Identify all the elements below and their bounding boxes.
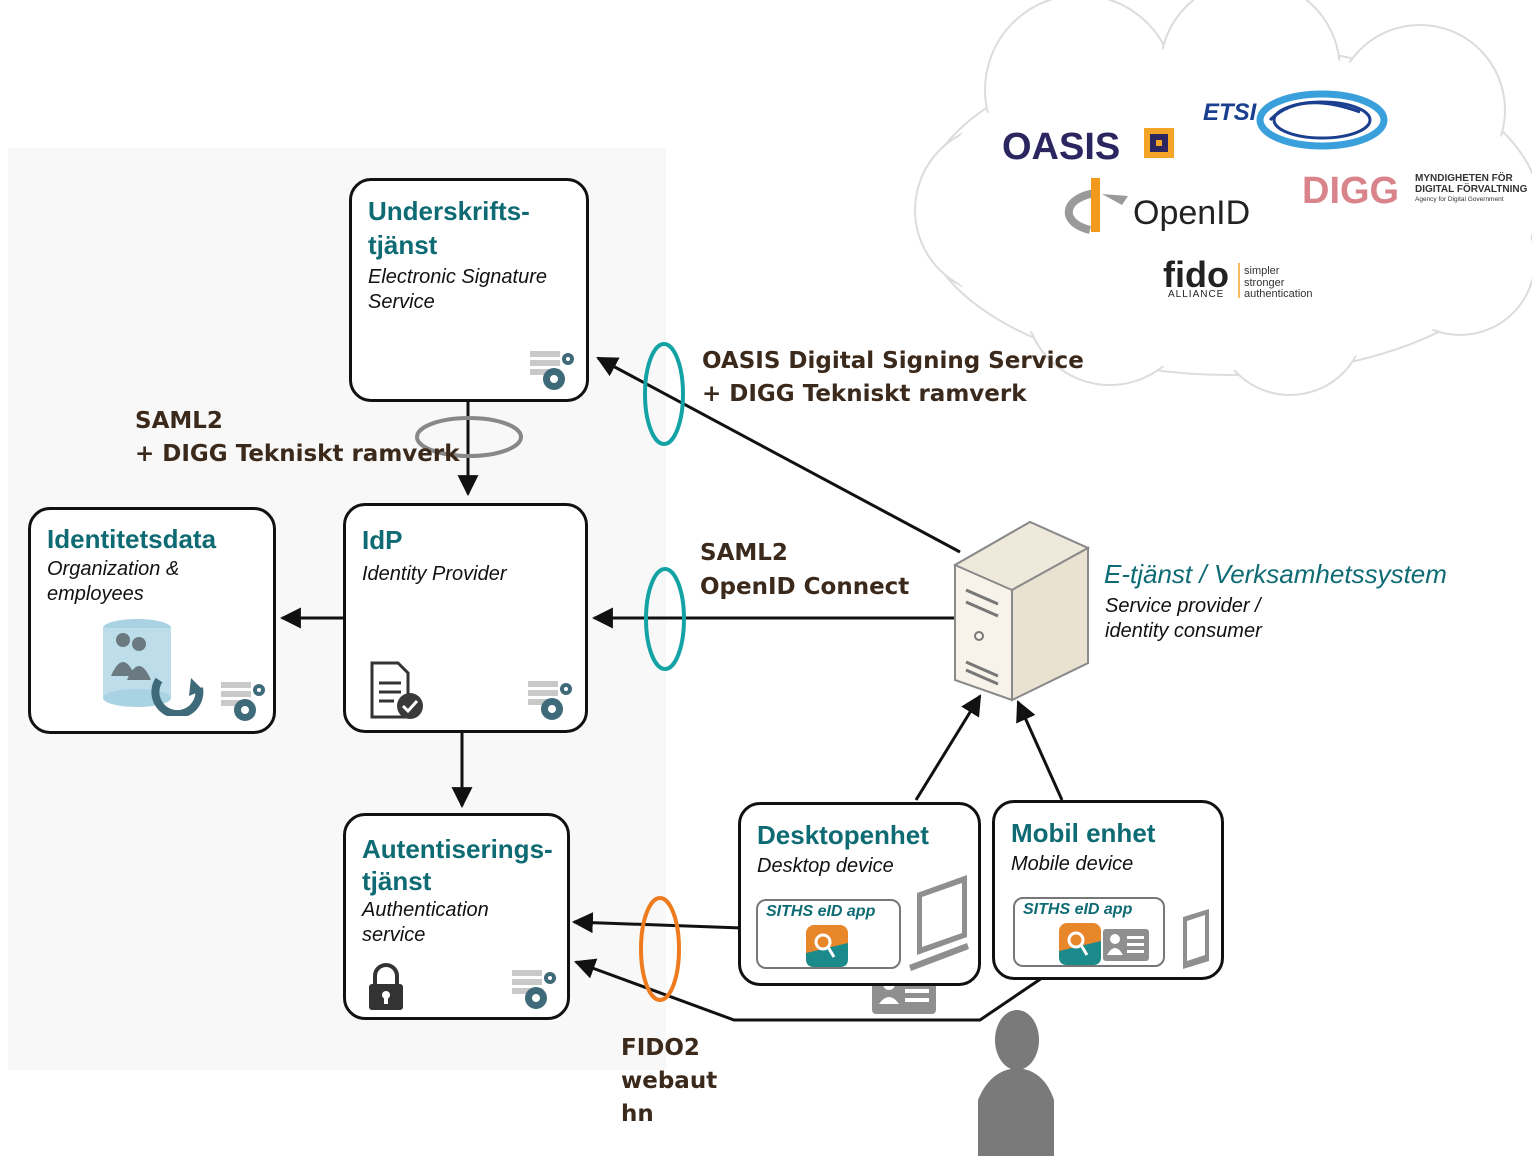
fido-label-line3: hn — [621, 1101, 654, 1127]
fido-logo-word: fido — [1163, 254, 1229, 295]
saml-oidc-label-line1: SAML2 — [700, 540, 788, 566]
mobile-phone-icon — [1183, 909, 1209, 969]
digg-logo-line3: Agency for Digital Government — [1415, 196, 1504, 203]
signature-subtitle-line1: Electronic Signature — [368, 266, 547, 288]
desktop-device-box[interactable]: Desktopenhet Desktop device SITHS eID ap… — [738, 802, 981, 986]
laptop-icon — [909, 875, 969, 971]
saml-oidc-oval — [644, 567, 686, 671]
signature-title-line2: tjänst — [368, 230, 438, 260]
auth-title-line1: Autentiserings- — [362, 834, 553, 864]
arrow-service-to-signature — [596, 356, 961, 554]
desktop-title: Desktopenhet — [757, 820, 929, 850]
signature-title-line1: Underskrifts- — [368, 196, 530, 226]
mobile-siths-app[interactable]: SITHS eID app — [1013, 897, 1165, 967]
identity-data-subtitle-line2: employees — [47, 583, 144, 605]
auth-subtitle-line1: Authentication — [362, 899, 489, 921]
fido-logo-tag3: authentication — [1244, 288, 1313, 300]
document-check-icon — [370, 661, 423, 719]
settings-gear-icon — [221, 682, 265, 721]
desktop-siths-app[interactable]: SITHS eID app — [756, 899, 901, 969]
lock-icon — [369, 963, 403, 1010]
digg-logo-line2: DIGITAL FÖRVALTNING — [1415, 182, 1528, 195]
digg-logo-word: DIGG — [1302, 170, 1399, 212]
etsi-logo-text: ETSI — [1203, 99, 1258, 126]
identity-data-title: Identitetsdata — [47, 524, 217, 554]
siths-app-icon — [1059, 923, 1101, 965]
oasis-logo-icon — [1144, 128, 1174, 158]
database-sync-icon — [103, 619, 204, 716]
service-subtitle-line1: Service provider / — [1105, 595, 1261, 617]
settings-gear-icon — [530, 351, 574, 390]
service-title: E-tjänst / Verksamhetssystem — [1104, 559, 1447, 589]
oasis-oval — [643, 342, 685, 446]
arrow-mobile-to-service — [1016, 700, 1064, 801]
saml-digg-oval — [415, 416, 523, 458]
oasis-label-line1: OASIS Digital Signing Service — [702, 348, 1084, 374]
identity-data-box[interactable]: Identitetsdata Organization & employees — [28, 507, 276, 734]
oasis-label-line2: + DIGG Tekniskt ramverk — [702, 381, 1027, 407]
idp-title: IdP — [362, 525, 403, 555]
server-icon — [952, 520, 1091, 702]
openid-logo-icon — [1065, 178, 1128, 234]
fido-logo-tag2: stronger — [1244, 277, 1285, 289]
user-icon — [978, 1010, 1054, 1156]
auth-title-line2: tjänst — [362, 866, 432, 896]
idp-subtitle: Identity Provider — [362, 563, 507, 585]
auth-service-box[interactable]: Autentiserings- tjänst Authentication se… — [343, 813, 570, 1020]
arrow-desktop-to-service — [914, 694, 982, 801]
digg-logo-line1: MYNDIGHETEN FÖR — [1415, 171, 1514, 184]
arrow-desktop-to-auth — [571, 912, 743, 934]
mobile-app-label: SITHS eID app — [1023, 901, 1133, 918]
saml-digg-label-line2: + DIGG Tekniskt ramverk — [135, 441, 460, 467]
desktop-subtitle: Desktop device — [757, 855, 894, 877]
saml-digg-label-line1: SAML2 — [135, 408, 223, 434]
fido-label-line2: webaut — [621, 1068, 718, 1094]
signature-service-box[interactable]: Underskrifts- tjänst Electronic Signatur… — [349, 178, 589, 402]
mobile-device-box[interactable]: Mobil enhet Mobile device SITHS eID app — [992, 800, 1224, 980]
mobile-title: Mobil enhet — [1011, 818, 1156, 848]
settings-gear-icon — [528, 681, 572, 720]
desktop-app-label: SITHS eID app — [766, 903, 876, 920]
signature-subtitle-line2: Service — [368, 291, 435, 313]
etsi-logo-icon — [1256, 90, 1388, 150]
fido-logo-tag1: simpler — [1244, 265, 1280, 277]
siths-app-icon — [806, 925, 848, 967]
service-subtitle-line2: identity consumer — [1105, 620, 1262, 642]
settings-gear-icon — [512, 970, 556, 1009]
id-card-icon — [1103, 929, 1149, 961]
oasis-logo-text: OASIS — [1002, 126, 1120, 168]
connectors — [279, 356, 1064, 1022]
saml-oidc-label-line2: OpenID Connect — [700, 574, 910, 600]
openid-logo-text: OpenID — [1133, 194, 1250, 232]
fido-label-line1: FIDO2 — [621, 1035, 700, 1061]
auth-subtitle-line2: service — [362, 924, 426, 946]
mobile-subtitle: Mobile device — [1011, 853, 1134, 875]
arrow-user-to-auth — [574, 958, 1043, 1022]
fido-oval — [639, 896, 681, 1002]
fido-logo-alliance: ALLIANCE — [1168, 289, 1224, 300]
identity-data-subtitle-line1: Organization & — [47, 558, 180, 580]
idp-box[interactable]: IdP Identity Provider — [343, 503, 588, 733]
